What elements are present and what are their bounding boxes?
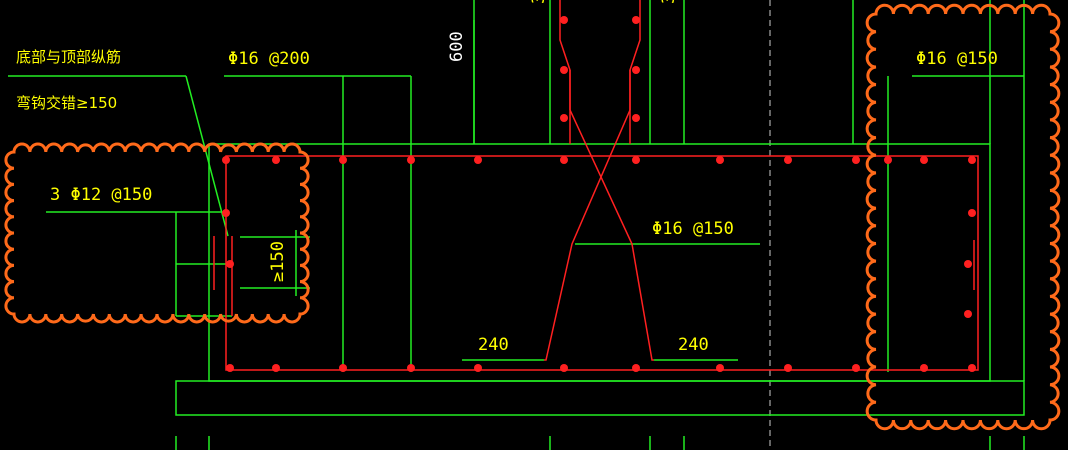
revision-cloud-right <box>865 3 1061 431</box>
dim-240-left: 240 <box>478 335 509 355</box>
rebar-lines <box>213 0 979 371</box>
side-rebar-label: 3 Φ12 @150 <box>50 185 152 205</box>
diag-rebar-label: Φ16 @150 <box>652 219 734 239</box>
note-line1: 底部与顶部纵筋 <box>16 48 121 66</box>
cut-text-right: 3 <box>659 0 679 4</box>
top-rebar-right-label: Φ16 @150 <box>916 49 998 69</box>
structure-outline <box>8 0 1025 450</box>
note-line2: 弯钩交错≥150 <box>16 94 117 112</box>
dim-240-right: 240 <box>678 335 709 355</box>
cut-text-left: 3 <box>529 0 549 4</box>
top-rebar-left-label: Φ16 @200 <box>228 49 310 69</box>
revision-clouds <box>4 3 1061 431</box>
dim-150-label: ≥150 <box>268 241 288 282</box>
dim-600-label: 600 <box>447 31 467 62</box>
revision-cloud-left <box>4 142 310 324</box>
rebar-dots <box>222 16 976 372</box>
